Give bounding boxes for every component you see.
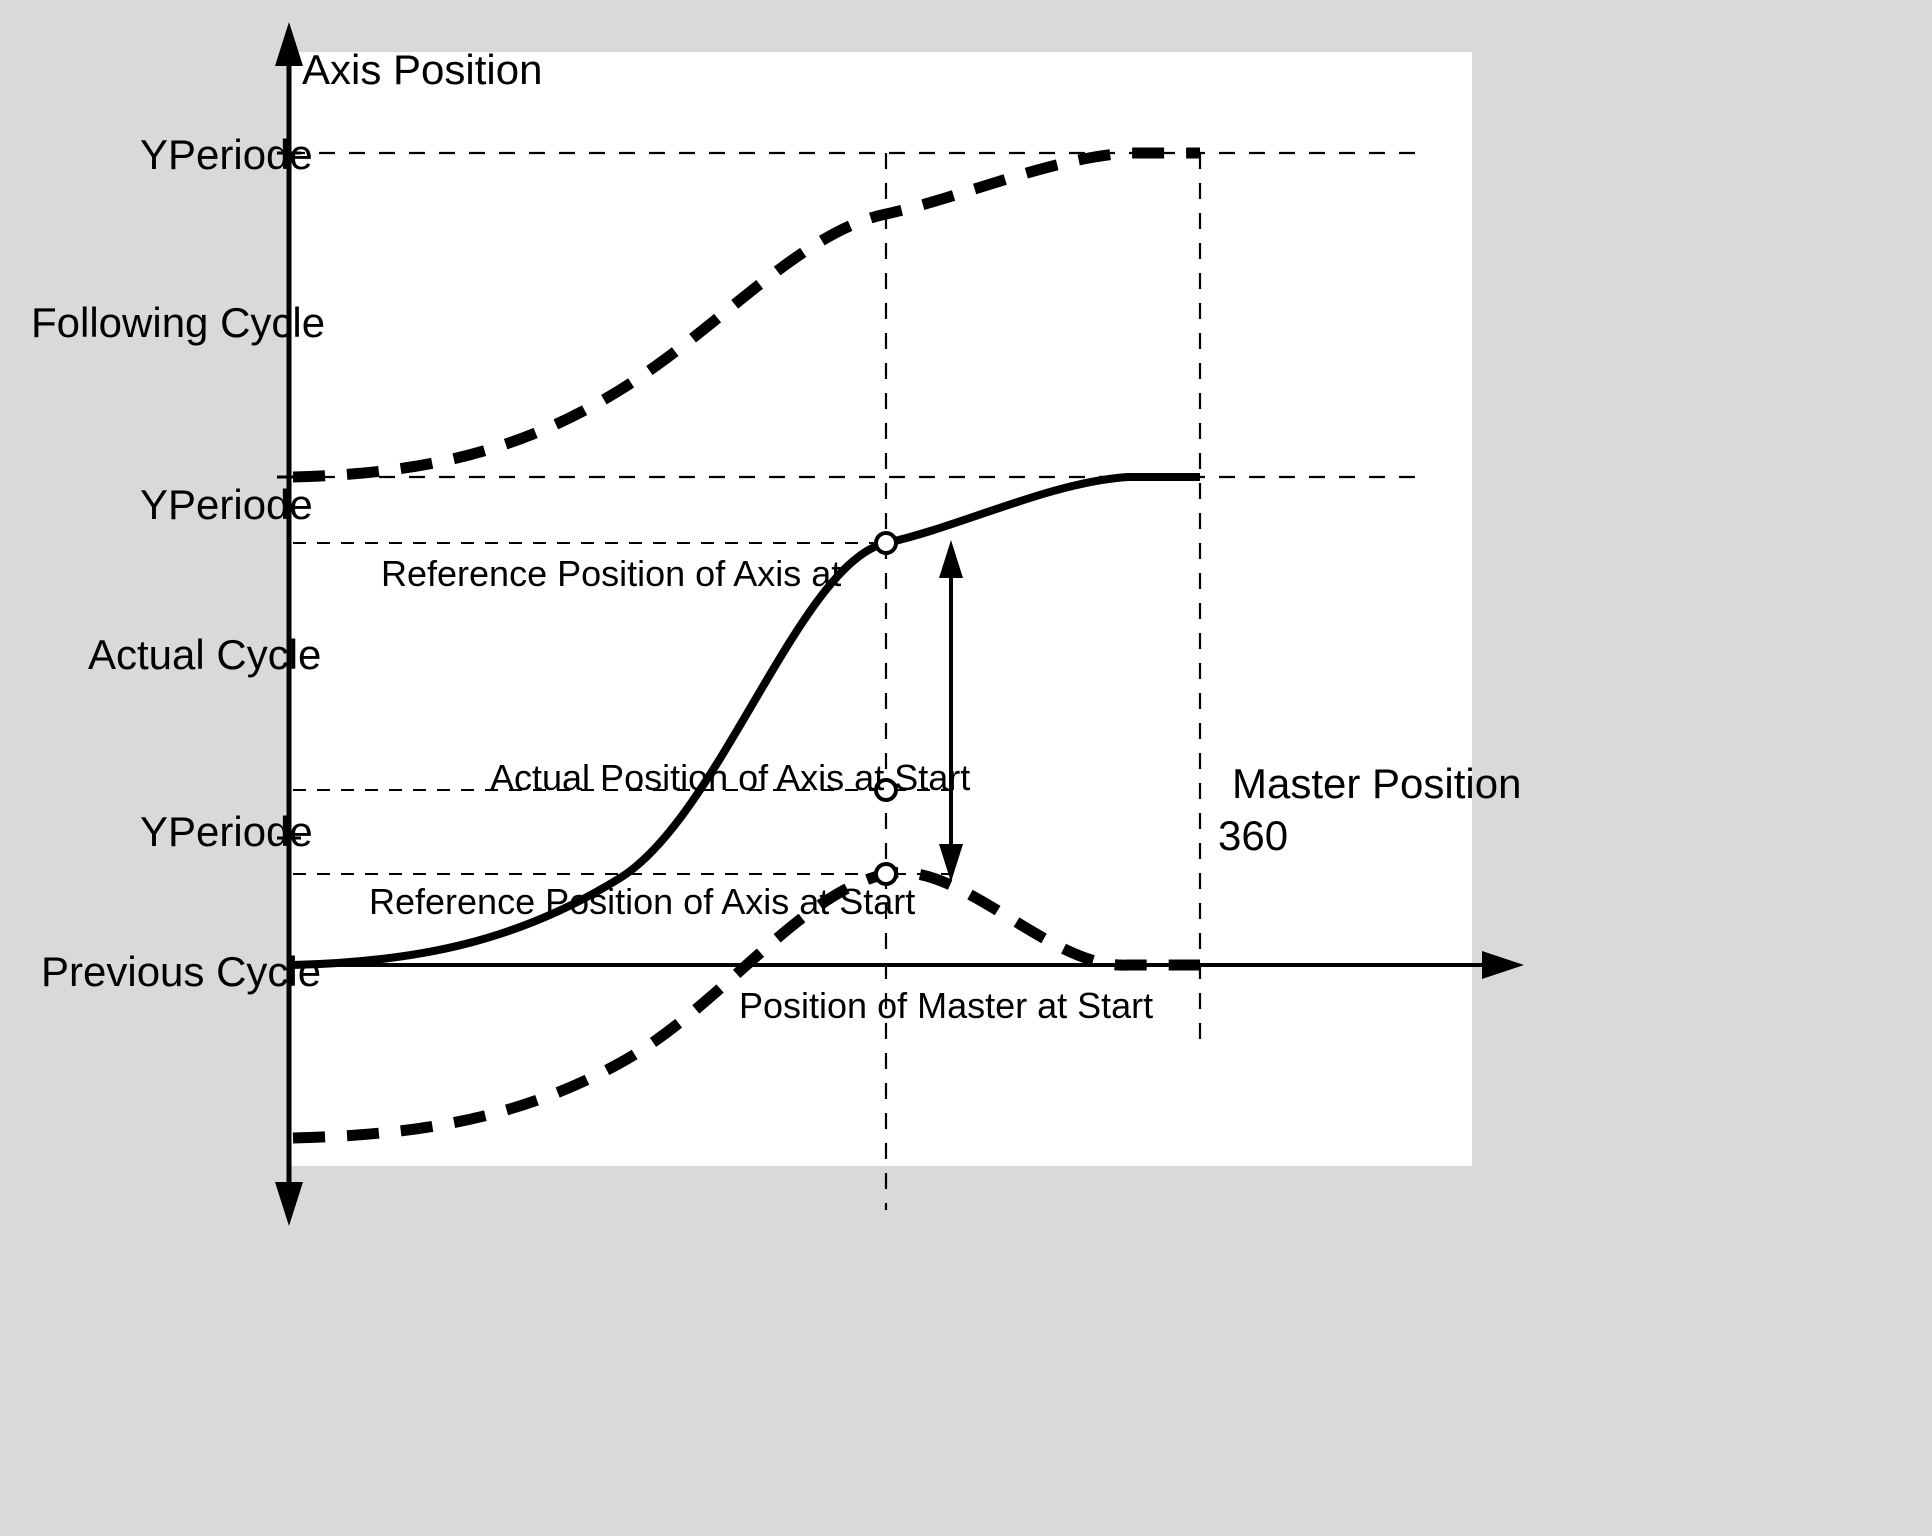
annotation-position-master-start: Position of Master at Start xyxy=(739,985,1154,1026)
marker-reference-position-axis-at xyxy=(874,531,898,555)
x-axis-arrow-right xyxy=(1482,951,1524,979)
cycle-label-following: Following Cycle xyxy=(31,299,326,346)
x-tick-label-360: 360 xyxy=(1218,812,1289,859)
y-tick-label-yperiode-bottom: YPeriode xyxy=(140,808,313,855)
x-axis-title: Master Position xyxy=(1232,760,1522,807)
curve-actual-cycle xyxy=(292,473,1200,969)
offset-arrow-head-up xyxy=(939,540,963,578)
offset-arrow xyxy=(939,540,963,882)
y-tick-label-yperiode-middle: YPeriode xyxy=(140,481,313,528)
y-tick-label-yperiode-top: YPeriode xyxy=(140,131,313,178)
curve-following-cycle xyxy=(292,147,1200,483)
y-axis xyxy=(275,22,303,1226)
curve-previous-cycle xyxy=(292,866,1200,1144)
plot-panel xyxy=(290,52,1472,1166)
marker-reference-position-axis-start xyxy=(874,862,898,886)
cycle-label-previous: Previous Cycle xyxy=(41,948,322,995)
y-axis-arrow-up xyxy=(275,22,303,66)
y-axis-title: Axis Position xyxy=(302,46,543,93)
annotation-reference-position-axis-at: Reference Position of Axis at xyxy=(381,553,842,594)
marker-actual-position-axis-start xyxy=(874,778,898,802)
offset-arrow-head-down xyxy=(939,844,963,882)
y-axis-arrow-down xyxy=(275,1182,303,1226)
annotation-reference-position-axis-start: Reference Position of Axis at Start xyxy=(369,881,916,922)
x-axis xyxy=(289,951,1524,979)
annotation-actual-position-axis-start: Actual Position of Axis at Start xyxy=(490,757,971,798)
cycle-label-actual: Actual Cycle xyxy=(88,631,322,678)
